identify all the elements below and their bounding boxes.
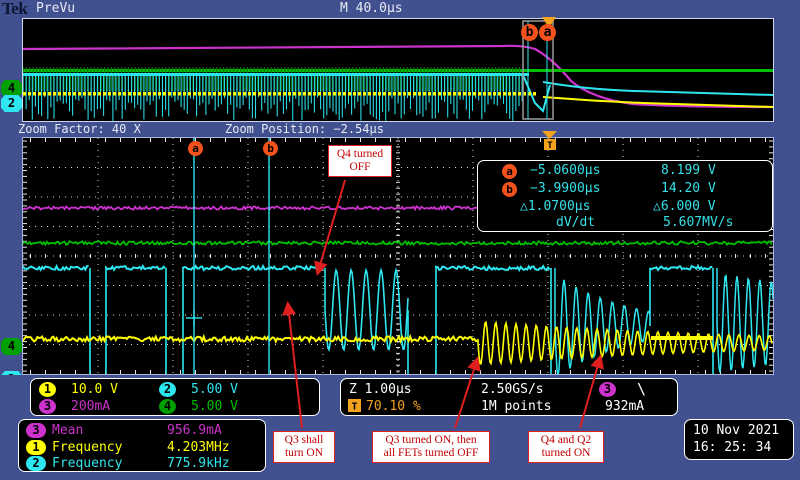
ch2-badge[interactable]: 2 <box>159 382 176 397</box>
overview-ch4-indicator[interactable]: 4 <box>1 80 22 97</box>
cursor-b-time: −3.9900µs <box>530 181 601 196</box>
meas-ch-badge: 2 <box>26 456 46 471</box>
ch2-scale[interactable]: 5.00 V <box>191 382 238 397</box>
ch3-scale[interactable]: 200mA <box>71 399 111 414</box>
cursor-b-voltage: 14.20 V <box>661 181 716 196</box>
zoom-factor-label: Zoom Factor: 40 X <box>18 122 141 136</box>
record-length: 1M points <box>481 399 552 414</box>
cursor-a-marker: a <box>502 164 517 179</box>
ch4-scale[interactable]: 5.00 V <box>191 399 238 414</box>
svg-text:T: T <box>547 141 553 151</box>
ch1-badge[interactable]: 1 <box>39 382 56 397</box>
meas-name: Frequency <box>52 440 123 455</box>
timebase-trigger-panel: Z 1.00µs T 70.10 % 2.50GS/s 1M points 3 … <box>340 378 678 416</box>
zoom-waveforms <box>23 138 773 374</box>
zoom-scale[interactable]: Z 1.00µs <box>349 382 412 397</box>
sample-rate: 2.50GS/s <box>481 382 544 397</box>
cursor-delta-time: △1.0700µs <box>520 199 591 214</box>
trigger-position[interactable]: 70.10 % <box>366 399 421 414</box>
main-timebase-label: M 40.0µs <box>340 1 403 16</box>
top-status-bar: Tek PreVu M 40.0µs <box>0 0 800 18</box>
cursor-row-a: a −5.0600µs 8.199 V <box>478 163 774 181</box>
zoom-position-label: Zoom Position: −2.54µs <box>225 122 384 136</box>
ch4-badge[interactable]: 4 <box>159 399 176 414</box>
meas-name: Mean <box>52 423 84 438</box>
ch3-badge[interactable]: 3 <box>39 399 56 414</box>
cursor-a-voltage: 8.199 V <box>661 163 716 178</box>
cursor-a-badge[interactable]: a <box>188 141 203 156</box>
cursor-row-b: b −3.9900µs 14.20 V <box>478 181 774 199</box>
datetime-panel: 10 Nov 2021 16: 25: 34 <box>684 419 794 460</box>
time-label: 16: 25: 34 <box>693 440 772 455</box>
overview-ch2-indicator[interactable]: 2 <box>1 95 22 112</box>
meas-value: 956.9mA <box>167 423 222 438</box>
bottom-status-bar: 1 10.0 V 2 5.00 V 3 200mA 4 5.00 V Z 1.0… <box>0 375 800 480</box>
cursor-delta-voltage: △6.000 V <box>653 199 716 214</box>
dvdt-value: 5.607MV/s <box>663 215 734 230</box>
cursor-readout-panel: a −5.0600µs 8.199 V b −3.9900µs 14.20 V … <box>477 160 773 232</box>
meas-ch-badge: 3 <box>26 423 46 438</box>
cursor-row-slope: dV/dt 5.607MV/s <box>478 215 774 233</box>
trigger-position-icon: T <box>348 399 361 412</box>
meas-value: 775.9kHz <box>167 456 230 471</box>
date-label: 10 Nov 2021 <box>693 423 780 438</box>
acquisition-status: PreVu <box>36 1 76 16</box>
cursor-a-time: −5.0600µs <box>530 163 601 178</box>
trigger-source-badge[interactable]: 3 <box>599 382 616 397</box>
channel-scales-panel: 1 10.0 V 2 5.00 V 3 200mA 4 5.00 V <box>30 378 320 416</box>
cursor-b-badge-overview[interactable]: b <box>521 24 538 41</box>
overview-waveforms <box>23 20 773 121</box>
trigger-level-icon[interactable]: T <box>542 131 558 153</box>
cursor-b-badge[interactable]: b <box>263 141 278 156</box>
zoom-graticule[interactable]: a b <box>22 137 774 375</box>
tek-logo: Tek <box>2 0 28 18</box>
cursor-b-marker: b <box>502 182 517 197</box>
measurements-panel: 3 Mean 956.9mA 1 Frequency 4.203MHz 2 Fr… <box>18 419 266 472</box>
meas-name: Frequency <box>52 456 123 471</box>
cursor-a-badge-overview[interactable]: a <box>539 24 556 41</box>
zoom-info-bar: Zoom Factor: 40 X Zoom Position: −2.54µs <box>0 122 800 137</box>
trigger-level[interactable]: 932mA <box>605 399 645 414</box>
ch1-scale[interactable]: 10.0 V <box>71 382 118 397</box>
dvdt-label: dV/dt <box>556 215 596 230</box>
zoom-ch4-indicator[interactable]: 4 <box>1 338 22 355</box>
meas-ch-badge: 1 <box>26 440 46 455</box>
trigger-slope-icon[interactable]: \ <box>637 380 647 398</box>
overview-graticule[interactable]: b a <box>22 17 774 122</box>
cursor-row-delta: △1.0700µs △6.000 V <box>478 199 774 217</box>
svg-text:T: T <box>351 402 357 413</box>
meas-value: 4.203MHz <box>167 440 230 455</box>
trigger-marker-icon <box>542 17 556 28</box>
